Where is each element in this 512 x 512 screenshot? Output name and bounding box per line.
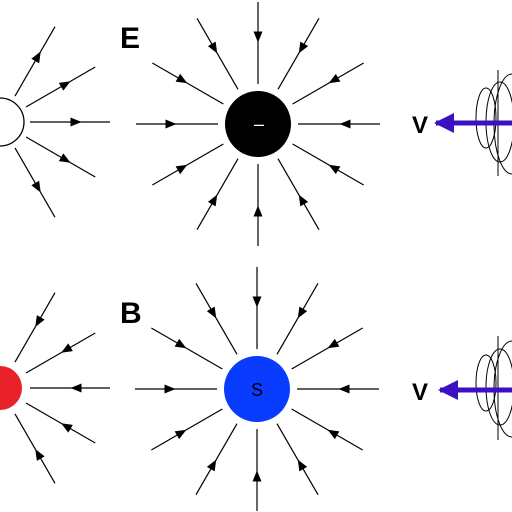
south-pole-label: S — [251, 380, 263, 400]
tl-field-arrowhead-0 — [31, 180, 41, 193]
bl-field-arrowhead-2 — [70, 383, 82, 393]
bl-field-line-3 — [25, 332, 96, 374]
tl-field-line-0 — [14, 147, 56, 218]
e-field-line-11 — [292, 143, 364, 186]
e-field-arrowhead-9 — [253, 205, 263, 217]
b-field-arrowhead-8 — [206, 459, 217, 472]
b-field-line-1 — [291, 327, 363, 370]
b-field-arrowhead-7 — [174, 429, 187, 440]
bl-field-arrowhead-3 — [61, 343, 73, 353]
panel-label-b: B — [120, 297, 142, 330]
b-field-arrowhead-1 — [327, 338, 340, 349]
b-field-arrowhead-5 — [174, 338, 187, 349]
e-field-line-5 — [152, 62, 224, 105]
e-field-arrowhead-4 — [207, 41, 218, 54]
bl-field-arrowhead-4 — [35, 315, 45, 327]
e-field-arrowhead-0 — [339, 119, 351, 129]
b-field-arrowhead-11 — [327, 429, 340, 440]
tl-field-line-1 — [25, 136, 96, 178]
e-field-arrowhead-7 — [175, 164, 188, 175]
e-field-line-1 — [292, 62, 364, 105]
e-field-arrowhead-1 — [328, 73, 341, 84]
bl-field-arrowhead-1 — [61, 423, 73, 433]
b-field-line-8 — [195, 423, 238, 495]
tl-field-arrowhead-2 — [70, 117, 82, 127]
magnetic-field-lines — [135, 267, 379, 511]
b-field-arrowhead-0 — [338, 384, 350, 394]
e-field-arrowhead-3 — [253, 31, 263, 43]
b-field-arrowhead-6 — [164, 384, 176, 394]
partial-inward-field-bottom-left — [14, 292, 110, 484]
b-field-arrowhead-4 — [206, 306, 217, 319]
velocity-label-top: V — [412, 112, 428, 139]
electric-field-lines — [136, 2, 380, 246]
b-field-line-5 — [151, 327, 223, 370]
b-field-arrowhead-2 — [297, 306, 308, 319]
bl-field-arrowhead-0 — [35, 449, 45, 461]
b-field-line-10 — [276, 423, 319, 495]
b-field-line-4 — [195, 283, 238, 355]
e-field-line-7 — [152, 143, 224, 186]
b-field-line-7 — [151, 408, 223, 451]
e-field-arrowhead-8 — [207, 194, 218, 207]
e-field-arrowhead-11 — [328, 164, 341, 175]
partial-outward-field-top-left — [14, 26, 110, 218]
bl-field-line-4 — [14, 292, 56, 363]
tl-field-arrowhead-1 — [58, 153, 71, 163]
north-pole-partial-circle — [0, 366, 22, 410]
negative-charge-circle — [225, 91, 291, 157]
b-field-arrowhead-3 — [252, 296, 262, 308]
bl-field-line-1 — [25, 402, 96, 444]
tl-field-line-4 — [14, 26, 56, 97]
e-field-arrowhead-5 — [175, 73, 188, 84]
tl-field-arrowhead-4 — [31, 51, 41, 64]
e-field-arrowhead-10 — [298, 194, 309, 207]
b-field-arrowhead-9 — [252, 470, 262, 482]
e-field-line-4 — [196, 18, 239, 90]
panel-label-e: E — [120, 22, 140, 55]
e-field-arrowhead-6 — [165, 119, 177, 129]
partial-outline-charge-top-left — [0, 97, 25, 147]
velocity-label-bottom: V — [412, 379, 428, 406]
e-field-line-8 — [196, 158, 239, 230]
b-field-line-11 — [291, 408, 363, 451]
e-field-arrowhead-2 — [298, 41, 309, 54]
tl-field-arrowhead-3 — [58, 81, 71, 91]
e-field-line-10 — [277, 158, 320, 230]
tl-field-line-3 — [25, 66, 96, 108]
b-field-arrowhead-10 — [297, 459, 308, 472]
negative-charge-sign: – — [254, 114, 264, 134]
e-field-line-2 — [277, 18, 320, 90]
bl-field-line-0 — [14, 413, 56, 484]
south-pole-circle — [224, 356, 290, 422]
b-field-line-2 — [276, 283, 319, 355]
